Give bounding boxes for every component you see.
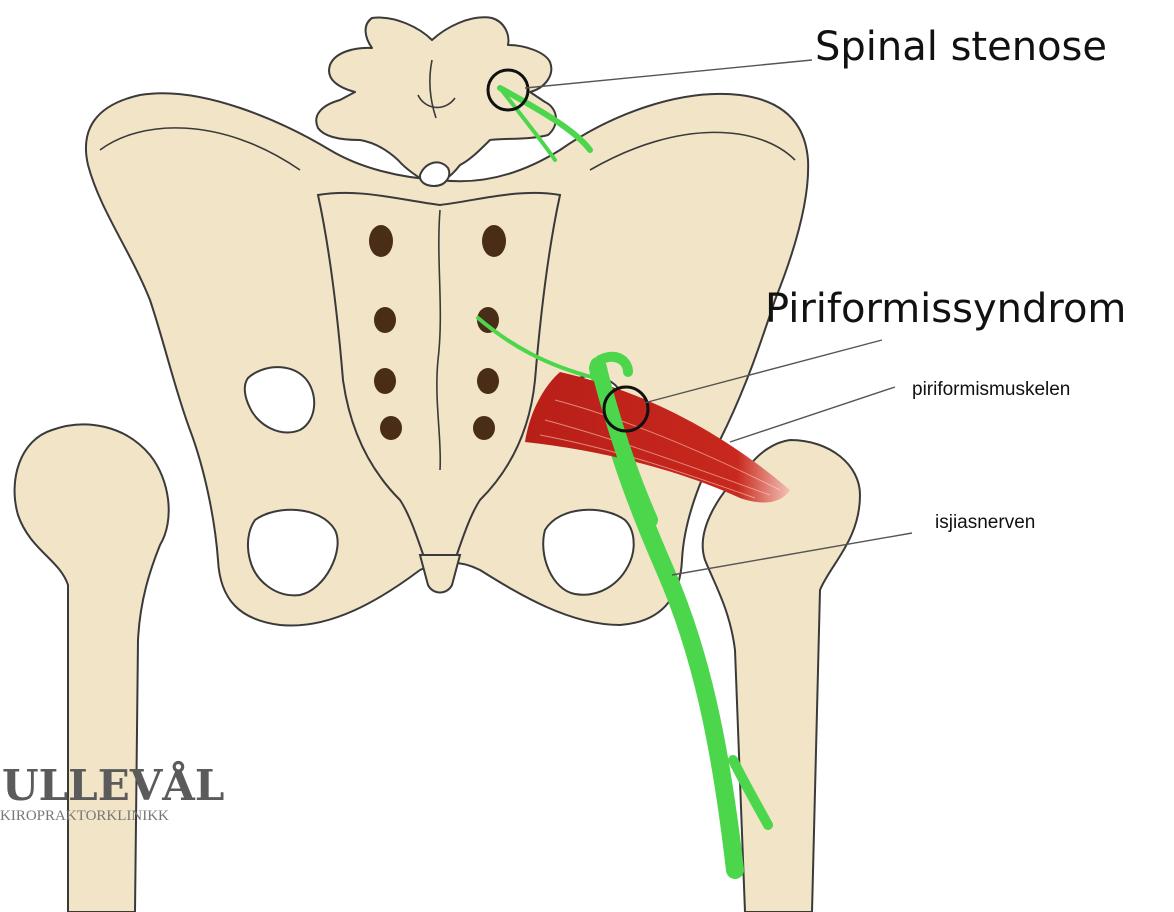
watermark-title: ULLEVÅL [2,760,224,810]
left-femur [15,424,169,912]
label-spinal-stenosis: Spinal stenose [815,24,1107,70]
label-piriformis-muscle: piriformismuskelen [912,379,1070,400]
label-piriformis-syndrome: Piriformissyndrom [765,286,1126,332]
watermark-subtitle: KIROPRAKTORKLINIKK [0,808,169,824]
label-sciatic-nerve: isjiasnerven [935,512,1035,533]
